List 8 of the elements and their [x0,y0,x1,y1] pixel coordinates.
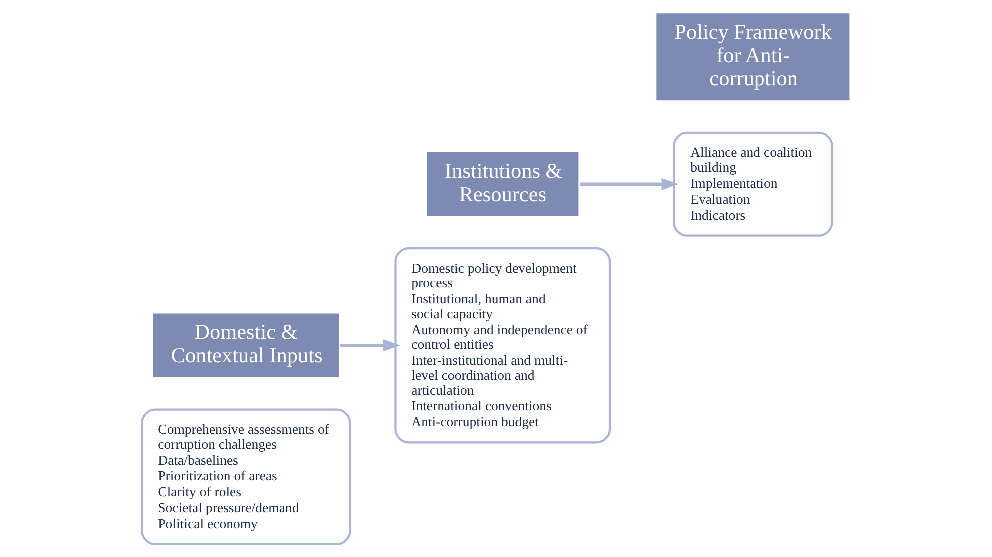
arrow [580,178,678,190]
node-box: Comprehensive assessments of corruption challenges Data/baselines Prioritization of areas Clarity of roles Societal pressure/demand Political economy [140,408,351,546]
node-box: Institutions & Resources [424,150,580,218]
node-box: Domestic policy development process Institutional, human and social capacity Autonomy and independence of control entities Inter-institutional and multi-level coordination and articulation International conventions Anti-corruption budget [394,247,611,444]
node-box: Alliance and coalition building Implementation Evaluation Indicators [672,132,833,237]
arrow [340,340,400,352]
node-box: Policy Framework for Anti-corruption [654,11,852,103]
node-box: Domestic & Contextual Inputs [150,312,341,380]
